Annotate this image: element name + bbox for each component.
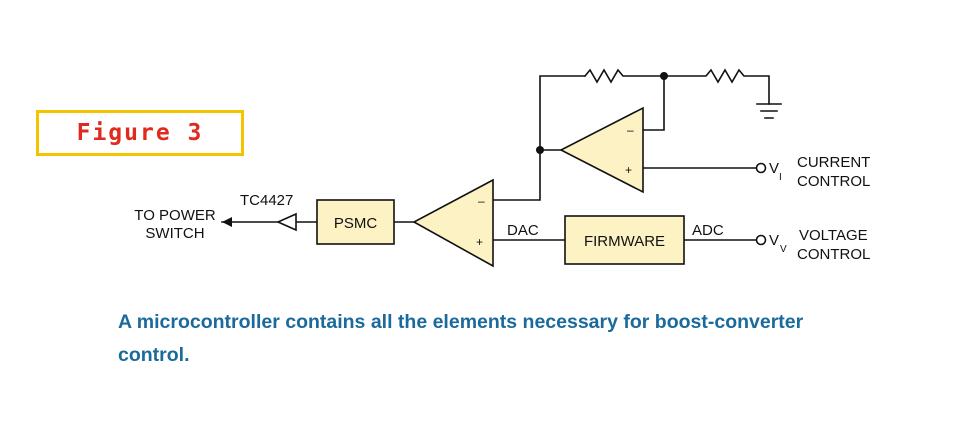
junction-node-divider [660,72,668,80]
driver-label: TC4427 [240,192,293,209]
output-arrow-icon [222,217,232,227]
current-control-line2: CONTROL [797,173,870,190]
resistor-ground [663,68,770,105]
opamp-voltage-loop [412,178,494,268]
figure-label: Figure 3 [76,120,204,146]
current-control-line1: CURRENT [797,154,870,171]
opamp-current-loop [559,106,644,194]
voltage-control-line2: CONTROL [797,246,870,263]
psmc-block [316,199,395,245]
current-input-terminal [755,162,767,174]
junction-node-feedback [536,146,544,154]
wire-opamp2-minus [642,75,665,131]
voltage-input-terminal [755,234,767,246]
wire-feedback-top [539,75,586,151]
figure-label-box: Figure 3 [36,110,244,156]
output-label-line2: SWITCH [145,225,204,242]
dac-label: DAC [507,222,539,239]
resistor-feedback [583,68,665,84]
wire-opamp1-minus [492,149,541,201]
current-input-subscript: I [779,172,782,183]
ground-icon [756,103,782,119]
opamp1-minus-sign: – [478,194,485,208]
opamp2-plus-sign: + [625,163,632,177]
driver-buffer-icon [276,212,297,232]
voltage-input-subscript: V [780,244,787,255]
output-label-line1: TO POWER [134,207,216,224]
current-input-symbol: V [769,160,779,177]
boost-converter-schematic: – + – + PSMC FIRMWARE TC4427 TO POWER SW… [134,68,870,268]
voltage-control-line1: VOLTAGE [799,227,868,244]
opamp2-minus-sign: – [627,123,634,137]
adc-label: ADC [692,222,724,239]
firmware-label: FIRMWARE [584,233,665,250]
firmware-block [564,215,685,265]
opamp1-plus-sign: + [476,235,483,249]
psmc-label: PSMC [334,215,378,232]
figure-caption: A microcontroller contains all the eleme… [118,311,804,366]
voltage-input-symbol: V [769,232,779,249]
